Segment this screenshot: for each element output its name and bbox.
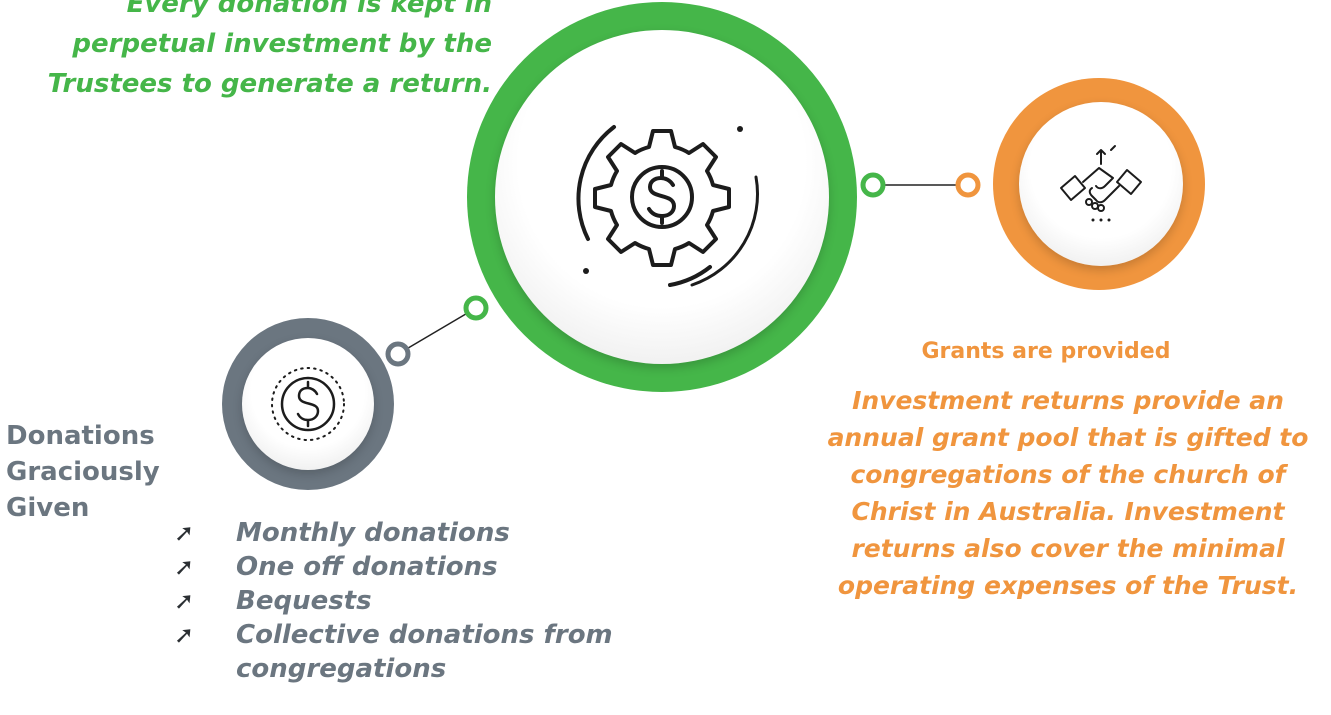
ring-donations (385, 341, 411, 367)
list-item-label: Bequests (236, 586, 372, 616)
investment-circle (467, 2, 857, 392)
dollar-coin-icon (268, 364, 348, 444)
list-item: ➚ Bequests (174, 584, 616, 618)
arrow-up-right-icon: ➚ (174, 621, 195, 649)
arrow-up-right-icon: ➚ (174, 519, 195, 547)
ring-investment-right (860, 172, 886, 198)
investment-inner-disc (495, 30, 829, 364)
handshake-icon (1053, 136, 1149, 232)
grants-title: Grants are provided (921, 339, 1171, 364)
donations-circle (222, 318, 394, 490)
grants-text: Investment returns provide an annual gra… (827, 386, 1309, 600)
arrow-up-right-icon: ➚ (174, 553, 195, 581)
investment-text: Every donation is kept in perpetual inve… (47, 0, 492, 99)
ring-investment-left (463, 295, 489, 321)
donations-title: Donations Graciously Given (6, 421, 160, 523)
ring-grants (955, 172, 981, 198)
list-item: ➚ Collective donations from congregation… (174, 618, 616, 686)
grants-inner-disc (1019, 102, 1183, 266)
list-item: ➚ Monthly donations (174, 516, 616, 550)
donation-list: ➚ Monthly donations ➚ One off donations … (174, 516, 616, 686)
list-item-label: One off donations (236, 552, 498, 582)
grants-circle (993, 78, 1205, 290)
donations-inner-disc (242, 338, 374, 470)
connector-donations-investment (397, 307, 477, 355)
arrow-up-right-icon: ➚ (174, 587, 195, 615)
gear-dollar-icon (552, 87, 772, 307)
list-item-label: Monthly donations (236, 518, 510, 548)
list-item-label: Collective donations from congregations (236, 620, 613, 684)
list-item: ➚ One off donations (174, 550, 616, 584)
